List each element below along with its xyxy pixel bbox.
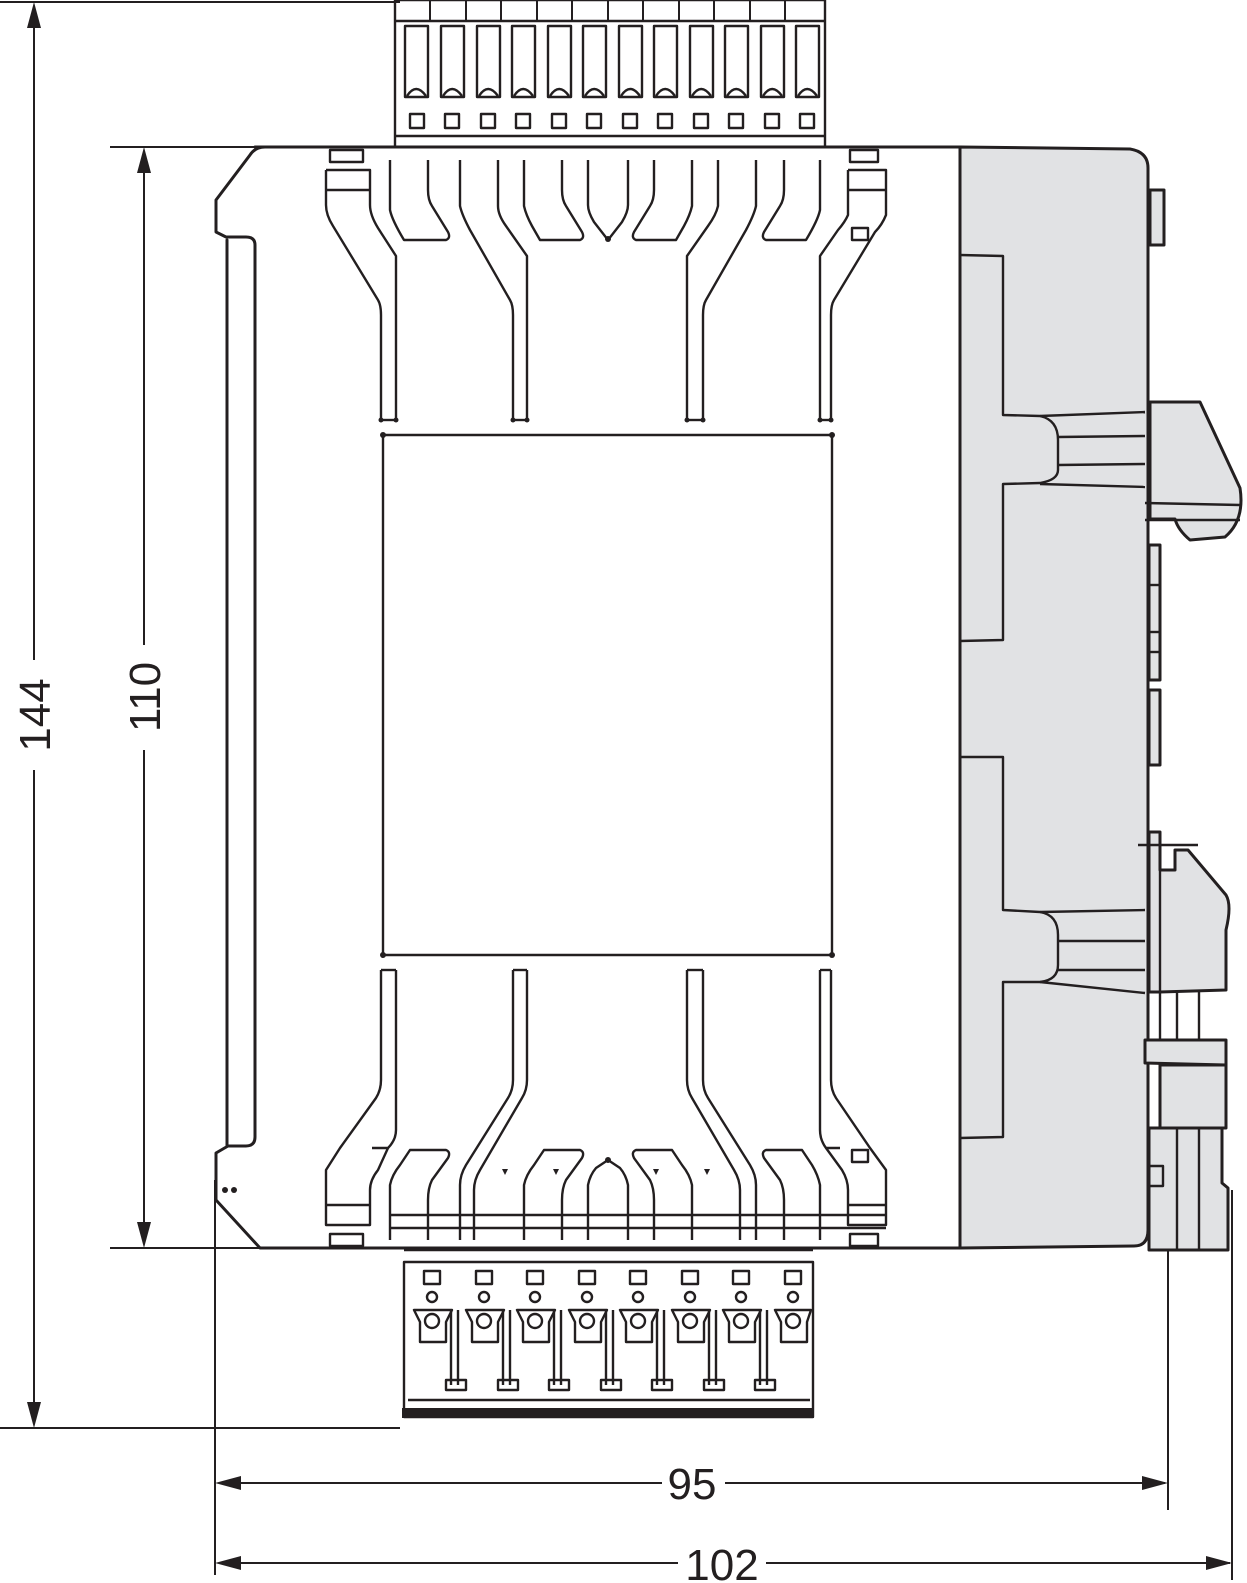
bottom-terminal-slot-2 (464, 1269, 520, 1392)
bottom-terminal-block (402, 1248, 815, 1419)
top-terminal-slot-4 (510, 0, 538, 130)
bottom-terminal-slot-7 (721, 1269, 777, 1392)
dimension-height-overall: 144 (0, 1, 400, 1429)
top-terminal-slot-7 (617, 0, 644, 130)
top-terminal-slot-12 (794, 24, 821, 130)
top-terminal-slot-10 (723, 0, 751, 130)
bottom-terminal-slot-5 (618, 1269, 674, 1392)
dim-102-label: 102 (685, 1541, 758, 1583)
housing-front (214, 145, 962, 1250)
dim-110-label: 110 (121, 662, 170, 732)
dimension-depth-housing: 95 (214, 1180, 1169, 1575)
bottom-contact-legs (324, 968, 888, 1240)
bottom-terminal-slot-1 (412, 1269, 468, 1392)
top-terminal-slot-1 (403, 0, 431, 130)
top-terminal-slot-2 (439, 0, 467, 130)
top-terminal-slot-6 (581, 0, 609, 130)
bottom-terminal-slot-3 (515, 1269, 571, 1392)
dim-95-label: 95 (668, 1460, 717, 1509)
top-terminal-slot-3 (475, 0, 502, 130)
dim-144-label: 144 (11, 678, 60, 751)
bottom-terminal-slot-4 (567, 1269, 623, 1392)
bottom-terminal-slot-8 (773, 1269, 813, 1344)
top-terminal-slot-5 (546, 0, 573, 130)
top-contact-legs (324, 160, 888, 423)
top-terminal-block (393, 0, 827, 149)
top-terminal-slot-8 (652, 0, 680, 130)
top-terminal-slot-11 (759, 0, 786, 130)
housing-rear (958, 145, 1166, 1250)
dimension-height-housing: 110 (110, 146, 270, 1249)
din-rail-clip (1138, 400, 1243, 1252)
top-terminal-slot-9 (688, 0, 715, 130)
bottom-terminal-slot-6 (670, 1269, 726, 1392)
dimension-depth-overall: 102 (215, 1190, 1233, 1583)
